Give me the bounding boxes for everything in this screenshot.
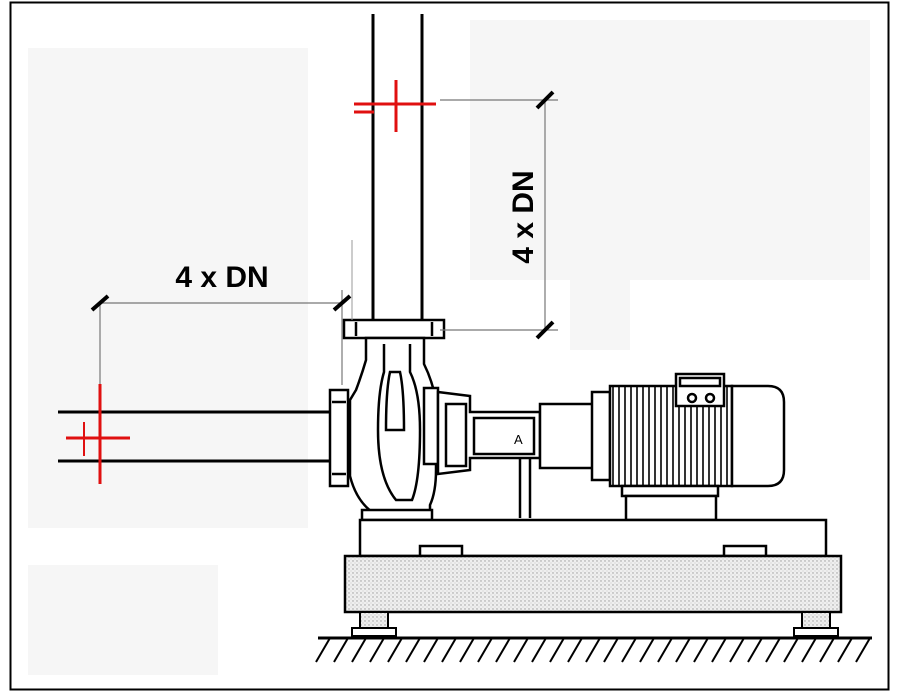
baseplate <box>358 518 828 558</box>
horizontal-dimension-label: 4 x DN <box>175 261 268 294</box>
foundation-feet <box>351 611 839 637</box>
scan-haze <box>28 20 870 675</box>
horizontal-pipe <box>58 410 330 463</box>
concrete-foundation <box>343 554 843 614</box>
horizontal-dimension <box>90 240 353 388</box>
motor <box>590 372 786 522</box>
dimension-tick-icon <box>535 90 555 110</box>
suction-flange <box>328 388 350 488</box>
vertical-dimension <box>440 90 558 340</box>
pump-bracket: A <box>422 386 542 518</box>
discharge-flange <box>342 318 446 340</box>
dimension-tick-icon <box>90 294 110 312</box>
outer-border <box>9 1 890 691</box>
vertical-pipe <box>371 14 424 322</box>
coupling-guard <box>538 402 596 470</box>
dimension-tick-icon <box>332 294 352 312</box>
dimension-tick-icon <box>535 320 555 340</box>
red-cross-marker-icon <box>66 384 130 484</box>
svg-text:A: A <box>514 432 523 447</box>
ground-hatch-icon <box>315 636 872 663</box>
vertical-dimension-label: 4 x DN <box>507 170 540 263</box>
red-cross-marker-icon <box>354 80 436 132</box>
